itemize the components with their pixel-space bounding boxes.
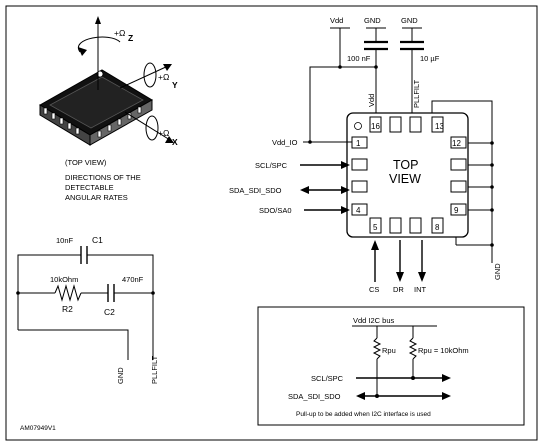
y-rotation-arc bbox=[143, 62, 157, 88]
x-rotation-arc bbox=[145, 115, 159, 141]
omega-y-label: +Ω bbox=[158, 72, 169, 82]
chip-center-top: TOP bbox=[393, 158, 418, 172]
sketch-caption-line1: (TOP VIEW) bbox=[65, 158, 107, 167]
pllfilt-pin-label: PLLFILT bbox=[412, 79, 421, 108]
r2-value-label: 10kOhm bbox=[50, 275, 78, 284]
i2c-sda-label: SDA_SDI_SDO bbox=[288, 392, 341, 401]
vdd-pin-label: Vdd bbox=[367, 94, 376, 107]
pin1-marker bbox=[354, 122, 362, 130]
i2c-box-frame bbox=[257, 306, 525, 426]
scl-spc-label: SCL/SPC bbox=[255, 161, 288, 170]
bottom-signals: CS DR INT bbox=[369, 240, 427, 294]
c1-value-label: 10nF bbox=[56, 236, 74, 245]
r2-resistor bbox=[54, 284, 82, 302]
omega-x-label: +Ω bbox=[158, 128, 169, 138]
gnd-top-right-label: GND bbox=[401, 16, 418, 25]
pin-8-label: 8 bbox=[435, 223, 440, 232]
gnd-top-left-label: GND bbox=[364, 16, 381, 25]
r2-name-label: R2 bbox=[62, 304, 73, 314]
pin-12-label: 12 bbox=[452, 139, 461, 148]
sketch-caption-line4: ANGULAR RATES bbox=[65, 193, 128, 202]
z-axis-arrow bbox=[95, 16, 101, 24]
omega-z-label: +Ω bbox=[114, 28, 125, 38]
i2c-bus-label: Vdd I2C bus bbox=[353, 316, 395, 325]
figure-frame bbox=[5, 5, 538, 441]
int-label: INT bbox=[414, 285, 427, 294]
pll-filter-network: 10nF C1 10kOhm R2 470nF C2 GND PLLFILT bbox=[16, 235, 159, 384]
sda-sdi-sdo-label: SDA_SDI_SDO bbox=[229, 186, 282, 195]
c2-value-label: 470nF bbox=[122, 275, 144, 284]
sketch-caption-line2: DIRECTIONS OF THE bbox=[65, 173, 141, 182]
cap-10uf-label: 10 µF bbox=[420, 54, 440, 63]
pin-13-label: 13 bbox=[435, 122, 444, 131]
rpu-left-resistor bbox=[372, 337, 382, 360]
pin-1-label: 1 bbox=[356, 139, 361, 148]
rpu-right-label: Rpu = 10kOhm bbox=[418, 346, 469, 355]
pin-4-label: 4 bbox=[356, 206, 361, 215]
chip-center-view: VIEW bbox=[389, 172, 421, 186]
c2-name-label: C2 bbox=[104, 307, 115, 317]
pin-9-label: 9 bbox=[454, 206, 459, 215]
supply-section: Vdd GND GND 100 nF 10 µF Vdd PLLFILT bbox=[309, 16, 502, 280]
sensor-3d-sketch: +Ω Z +Ω Y +Ω X (TOP VIEW) DIRECTIONS OF … bbox=[39, 16, 178, 202]
sketch-caption-line3: DETECTABLE bbox=[65, 183, 114, 192]
axis-z-label: Z bbox=[128, 33, 133, 43]
dr-label: DR bbox=[393, 285, 404, 294]
axis-x-label: X bbox=[172, 137, 178, 147]
pin-5-label: 5 bbox=[373, 223, 378, 232]
vdd-supply-label: Vdd bbox=[330, 16, 343, 25]
gnd-right-label: GND bbox=[493, 263, 502, 280]
i2c-scl-label: SCL/SPC bbox=[311, 374, 344, 383]
vdd-io-label: Vdd_IO bbox=[272, 138, 298, 147]
rpu-right-resistor bbox=[408, 337, 418, 360]
cs-label: CS bbox=[369, 285, 379, 294]
chip-top-view: 16 13 1 4 12 9 5 8 TOP VIEW bbox=[346, 112, 469, 238]
cap-100nf-label: 100 nF bbox=[347, 54, 371, 63]
c1-name-label: C1 bbox=[92, 235, 103, 245]
pll-gnd-label: GND bbox=[116, 367, 125, 384]
sdo-sa0-label: SDO/SA0 bbox=[259, 206, 292, 215]
figure-id-label: AM07949V1 bbox=[20, 425, 56, 432]
x-axis-line bbox=[124, 111, 171, 141]
pll-pllfilt-label: PLLFILT bbox=[150, 355, 159, 384]
pin-16-label: 16 bbox=[371, 122, 380, 131]
axis-y-label: Y bbox=[172, 80, 178, 90]
i2c-note: Pull-up to be added when I2C interface i… bbox=[296, 411, 431, 418]
i2c-pullup-box: Vdd I2C bus Rpu Rpu = 10kOhm SCL/SPC SDA… bbox=[257, 306, 525, 426]
left-signals: Vdd_IO SCL/SPC SDA_SDI_SDO SDO/SA0 bbox=[229, 138, 352, 215]
chip-body bbox=[346, 112, 469, 238]
rpu-left-label: Rpu bbox=[382, 346, 396, 355]
